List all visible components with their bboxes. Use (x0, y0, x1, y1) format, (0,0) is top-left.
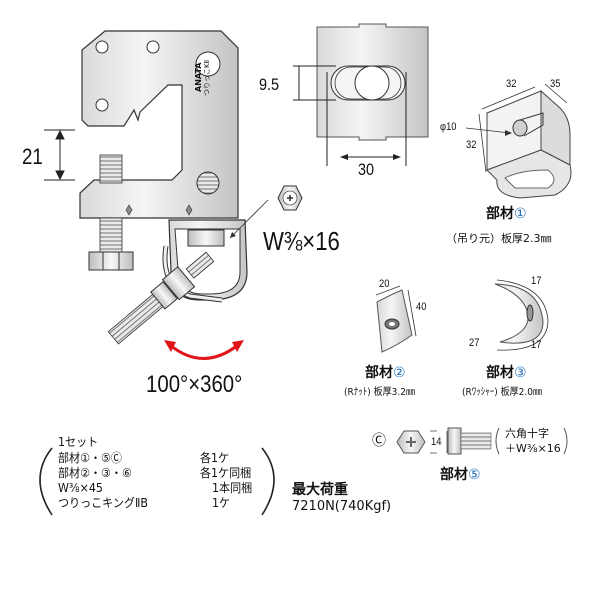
part1-drawing (465, 83, 572, 199)
bolt-spec-label: W⅜×16 (263, 226, 340, 256)
set-paren-right (261, 447, 275, 516)
part1-subtitle: （吊り元）板厚2.3㎜ (446, 232, 552, 245)
part3-subtitle: (Rﾜｯｼｬｰ) 板厚2.0㎜ (462, 387, 542, 398)
set-qty-3: 1本同梱 (212, 481, 253, 495)
slot-height-label: 9.5 (259, 75, 280, 94)
dimension-throat (44, 129, 75, 181)
part3-top-label: 17 (531, 275, 542, 287)
part1-hole-label: φ10 (440, 121, 457, 133)
max-load-title: 最大荷重 (292, 482, 348, 498)
set-qty-4: 1ケ (212, 496, 231, 510)
part3-drawing (494, 279, 549, 351)
clamp-bolt-head (88, 251, 134, 271)
set-item-1: 部材①・⑤Ⓒ (58, 451, 122, 465)
part2-length-label: 40 (416, 301, 427, 313)
part2-title: 部材② (365, 365, 406, 381)
part3-thickness-label: 27 (469, 337, 480, 349)
part5-title: 部材⑤ (440, 467, 481, 483)
set-item-4: つりっこキングⅡB (58, 496, 148, 510)
dimension-throat-label: 21 (22, 144, 43, 169)
part2-subtitle: (Rﾅｯﾄ) 板厚3.2㎜ (344, 387, 415, 398)
clamp-bolt-thread (99, 154, 123, 184)
part1-depth-label: 35 (550, 78, 561, 90)
set-paren-left (39, 447, 53, 516)
bolt-callout (229, 185, 303, 239)
max-load-value: 7210N(740Kgf) (292, 499, 392, 514)
part5-drawing (396, 427, 568, 455)
rotation-label: 100°×360° (146, 371, 243, 398)
set-heading: 1セット (58, 435, 99, 449)
part1-height-label: 32 (466, 139, 477, 151)
part1-length-label: 32 (506, 78, 517, 90)
set-item-3: W⅜×45 (58, 481, 103, 495)
brand-mark: ANATA (194, 62, 203, 92)
part5-spec-line2: ＋W⅜×16 (505, 442, 561, 455)
set-item-2: 部材②・③・⑥ (58, 466, 132, 480)
part2-drawing (375, 285, 417, 353)
part2-width-label: 20 (379, 278, 390, 290)
part1-title: 部材① (486, 206, 527, 222)
model-mark: つりっこKⅡ (203, 59, 211, 96)
clamp-bolt-shank (99, 217, 123, 253)
part5-head-label: 14 (431, 436, 442, 448)
c-clamp-body (79, 30, 239, 219)
part3-title: 部材③ (486, 365, 527, 381)
slot-view (293, 23, 429, 166)
angled-bolt (107, 251, 215, 345)
part5-spec-line1: 六角十字 (505, 427, 549, 440)
slot-width-label: 30 (358, 160, 375, 179)
set-qty-1: 各1ケ (200, 451, 230, 465)
set-qty-2: 各1ケ同梱 (200, 466, 252, 480)
part3-bottom-label: 17 (531, 339, 542, 351)
rotation-arrow-icon (164, 340, 244, 360)
part5-marker: Ⓒ (372, 433, 386, 449)
